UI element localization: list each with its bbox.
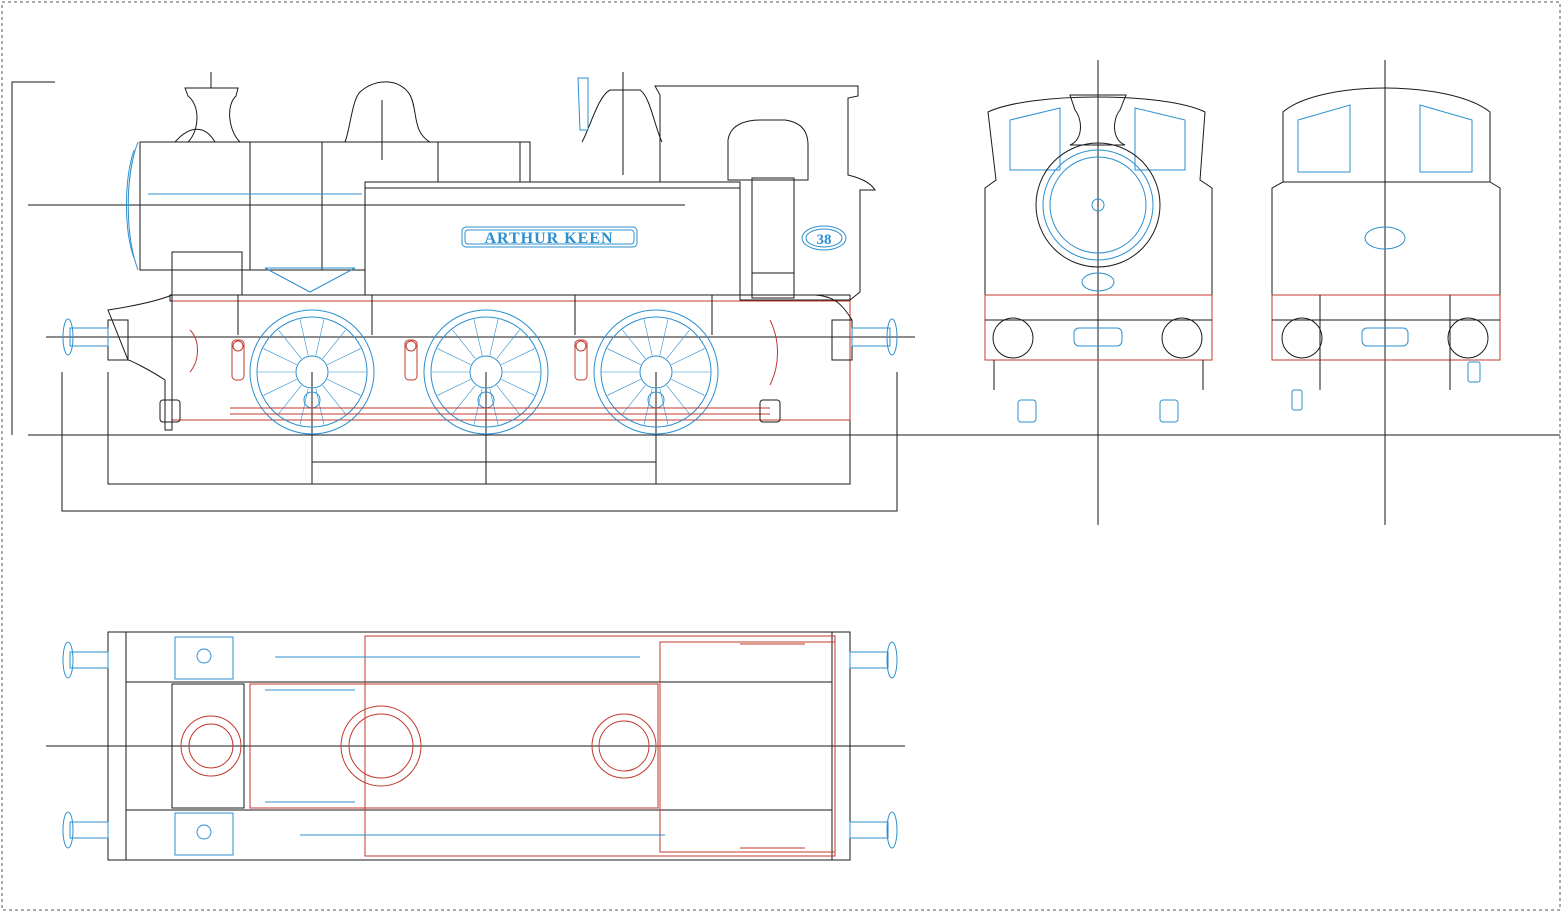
driving-wheel-1 <box>249 309 375 435</box>
wheel-spoke <box>299 319 309 356</box>
plan-rear-beam <box>831 631 851 861</box>
wheel-spoke <box>327 379 361 396</box>
wheel-spoke <box>622 385 646 415</box>
plan-front-beam <box>107 631 127 861</box>
wheel-spoke <box>489 388 499 425</box>
front-elevation <box>984 94 1213 423</box>
rear-buffer-beam-red <box>1271 294 1501 361</box>
plan-smokebox <box>171 683 245 809</box>
wheel-spoke <box>299 388 309 425</box>
dome <box>344 81 431 143</box>
wheel-spoke <box>671 348 705 365</box>
front-coupling <box>1073 327 1123 347</box>
rear-buffer-right <box>1447 317 1489 359</box>
wheel-spoke <box>315 388 325 425</box>
wheel-spoke <box>452 329 476 359</box>
plan-sandbox-front-left <box>174 636 234 680</box>
front-step <box>159 399 181 423</box>
plan-buffers <box>62 641 898 849</box>
wheel-spoke <box>315 319 325 356</box>
wheel-spoke <box>263 379 297 396</box>
front-spectacle-left <box>1009 107 1061 171</box>
wheel-spoke <box>607 379 641 396</box>
wheel-spoke <box>622 329 646 359</box>
wheel-spoke <box>659 388 669 425</box>
rear-window-right <box>1419 104 1473 173</box>
wheel-spoke <box>278 329 302 359</box>
plan-safety-valve <box>591 713 657 779</box>
brake-gear <box>231 339 588 381</box>
wheel-spoke <box>501 348 535 365</box>
wheel-spoke <box>327 348 361 365</box>
cab-door <box>751 177 795 299</box>
wheel-spoke <box>496 329 520 359</box>
front-number-plate <box>1081 272 1115 292</box>
wheel-spoke <box>263 348 297 365</box>
wheel-spoke <box>437 379 471 396</box>
wheel-spoke <box>643 319 653 356</box>
dimension-lines <box>61 372 898 512</box>
plan-view <box>62 631 898 861</box>
wheel-spoke <box>473 319 483 356</box>
front-buffers <box>62 318 109 356</box>
front-buffer-beam-red <box>984 294 1213 361</box>
rear-buffers <box>851 318 898 356</box>
wheel-spoke <box>322 385 346 415</box>
plan-sandbox-front-right <box>174 812 234 856</box>
rear-number-plate <box>1364 226 1406 250</box>
wheel-spoke <box>496 385 520 415</box>
side-elevation: ARTHUR KEEN 38 <box>62 72 898 435</box>
boiler <box>139 141 531 271</box>
safety-valve <box>581 89 663 143</box>
number-plate-text: 38 <box>817 232 832 248</box>
wheel-spoke <box>666 385 690 415</box>
driving-wheel-3 <box>593 309 719 435</box>
chimney <box>184 87 242 143</box>
plan-frames <box>249 683 659 809</box>
front-buffer-right <box>1161 317 1203 359</box>
front-buffer-left <box>992 317 1034 359</box>
wheel-spoke <box>278 385 302 415</box>
nameplate-text: ARTHUR KEEN <box>484 230 613 247</box>
front-buffer-beam <box>107 319 129 361</box>
plan-dome <box>340 705 422 787</box>
driving-wheel-2 <box>423 309 549 435</box>
number-plate: 38 <box>801 225 847 251</box>
plan-chimney <box>180 715 242 777</box>
whistle <box>577 77 589 131</box>
wheel-spoke <box>322 329 346 359</box>
rear-window-left <box>1297 104 1351 173</box>
construction-lines <box>11 60 1560 747</box>
front-spectacle-right <box>1134 107 1186 171</box>
cab-window <box>727 119 809 181</box>
cab <box>654 85 876 301</box>
smokebox-front <box>1035 142 1161 268</box>
rear-elevation <box>1271 87 1501 411</box>
rear-buffer-left <box>1281 317 1323 359</box>
wheel-spoke <box>452 385 476 415</box>
rear-coupling <box>1361 327 1409 347</box>
mainframe <box>171 300 851 421</box>
wheel-spoke <box>659 319 669 356</box>
rear-cab-outline <box>1271 87 1501 296</box>
smokebox-door <box>127 141 139 271</box>
wheel-spoke <box>437 348 471 365</box>
nameplate: ARTHUR KEEN <box>461 226 638 248</box>
front-cab-outline <box>984 96 1213 296</box>
wheel-spoke <box>643 388 653 425</box>
wheel-spoke <box>666 329 690 359</box>
rear-step <box>759 399 781 423</box>
spring <box>264 267 356 293</box>
front-chimney <box>1069 94 1127 146</box>
wheel-spokes <box>258 319 710 425</box>
wheel-spoke <box>489 319 499 356</box>
wheel-spoke <box>671 379 705 396</box>
wheel-spoke <box>473 388 483 425</box>
wheel-spoke <box>501 379 535 396</box>
wheel-spoke <box>607 348 641 365</box>
rear-buffer-beam <box>831 319 853 361</box>
